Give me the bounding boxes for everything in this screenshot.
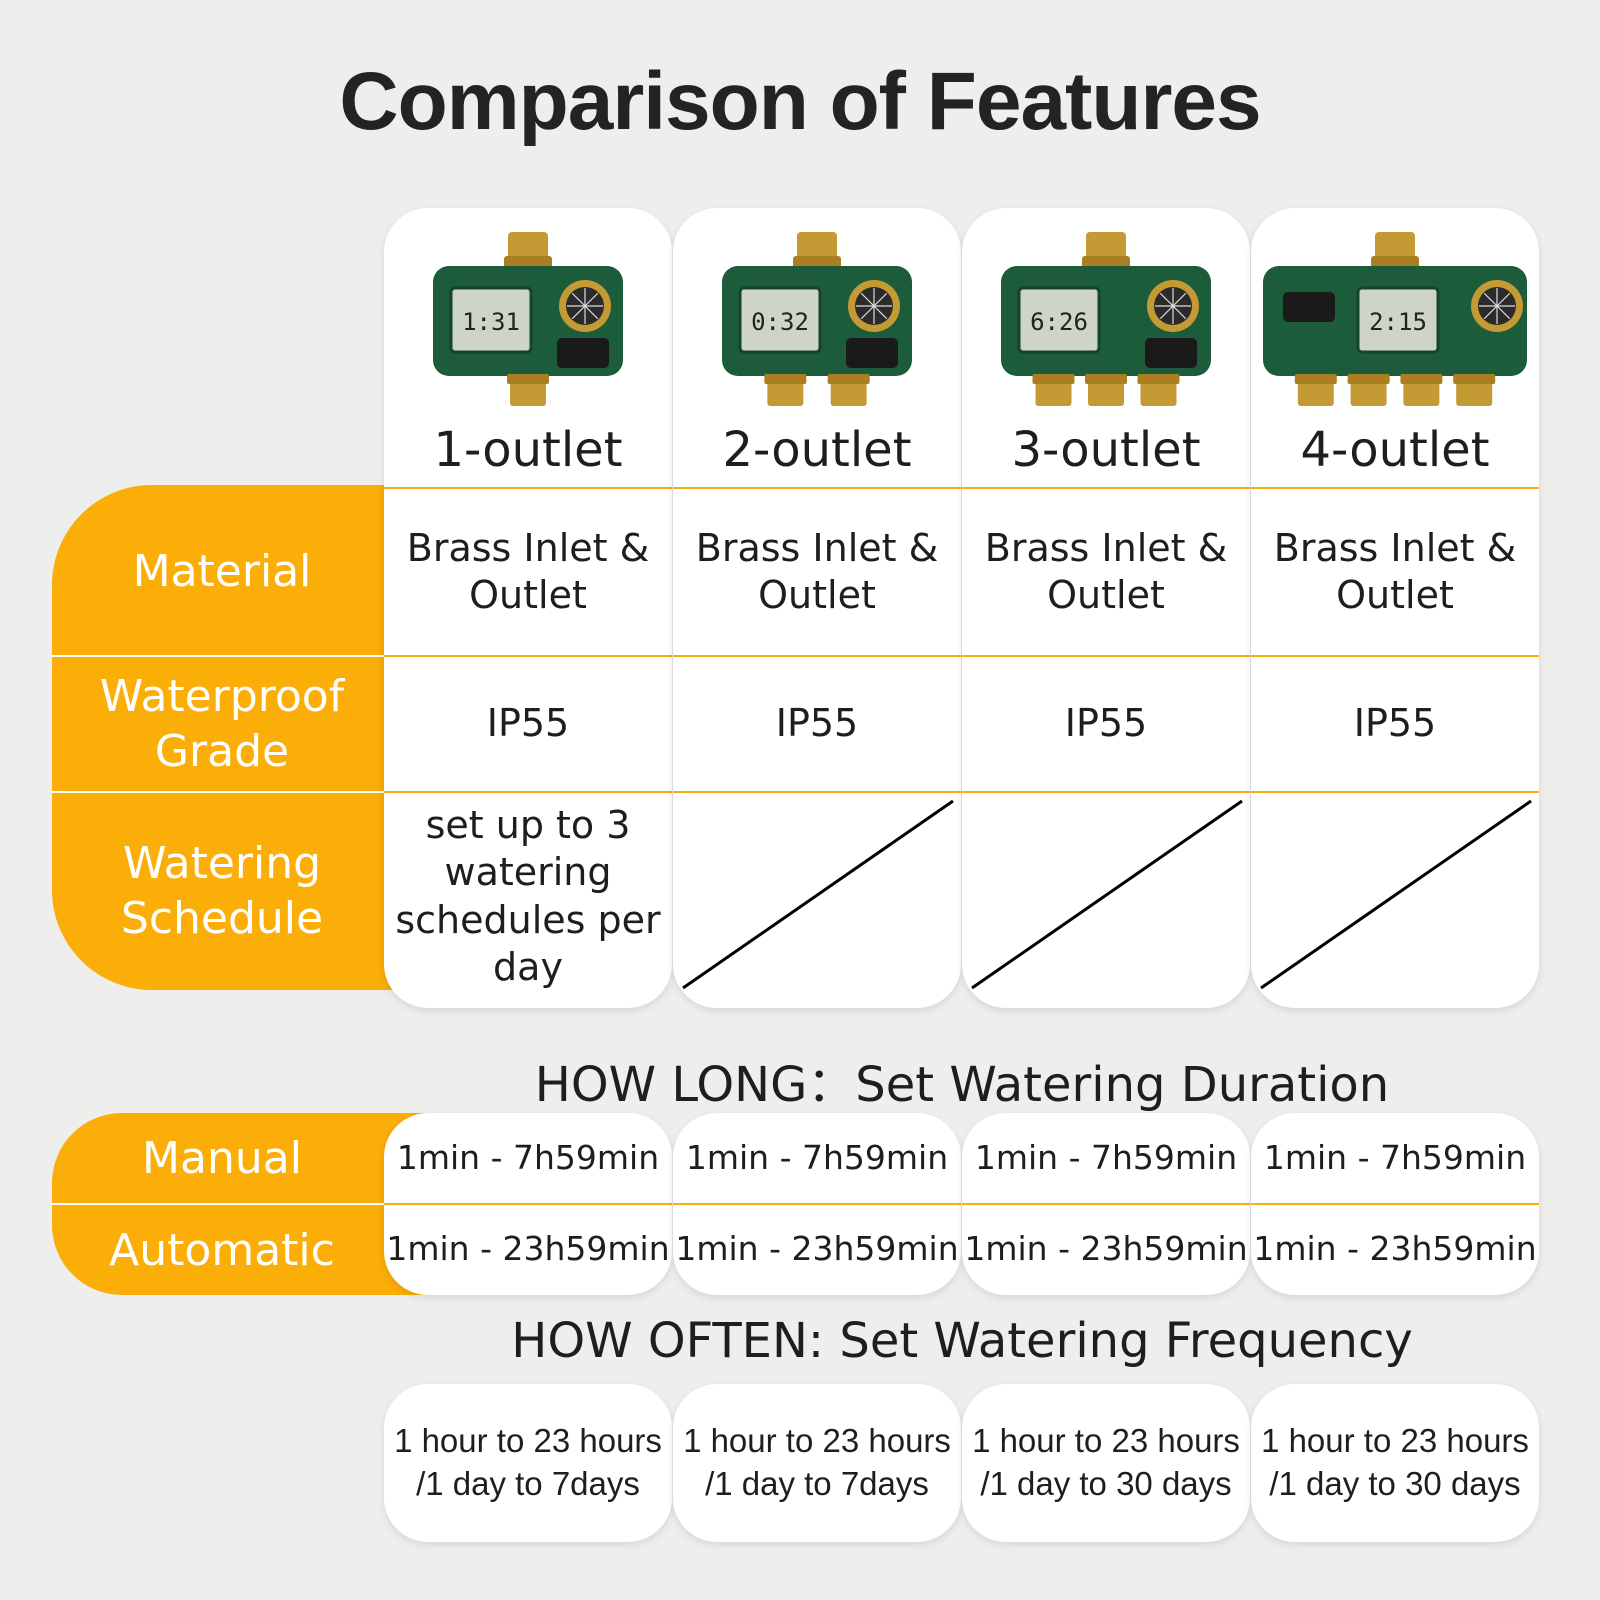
timer-device-image: 0:32	[673, 226, 961, 416]
duration-card-2-outlet: 1min - 7h59min 1min - 23h59min	[673, 1113, 961, 1295]
timer-device-image: 1:31	[384, 226, 672, 416]
waterproof-cell: IP55	[1064, 701, 1148, 746]
duration-card-3-outlet: 1min - 7h59min 1min - 23h59min	[962, 1113, 1250, 1295]
manual-duration-cell: 1min - 7h59min	[1263, 1138, 1527, 1178]
waterproof-cell: IP55	[1353, 701, 1437, 746]
duration-card-4-outlet: 1min - 7h59min 1min - 23h59min	[1251, 1113, 1539, 1295]
timer-device-image: 6:26	[962, 226, 1250, 416]
not-available-slash	[1251, 793, 1539, 998]
product-name: 4-outlet	[1300, 422, 1490, 478]
product-name: 1-outlet	[433, 422, 623, 478]
how-long-heading: HOW LONG：Set Watering Duration	[534, 1057, 1390, 1113]
manual-duration-cell: 1min - 7h59min	[396, 1138, 660, 1178]
not-available-slash	[673, 793, 961, 998]
page-title: Comparison of Features	[339, 56, 1261, 147]
timer-device-image: 2:15	[1251, 226, 1539, 416]
frequency-card-3-outlet: 1 hour to 23 hours/1 day to 30 days	[962, 1384, 1250, 1542]
frequency-card-4-outlet: 1 hour to 23 hours/1 day to 30 days	[1251, 1384, 1539, 1542]
automatic-duration-cell: 1min - 23h59min	[386, 1229, 670, 1269]
row-label-waterproof: Waterproof Grade	[99, 671, 345, 777]
row-label-schedule: Watering Schedule	[120, 837, 324, 944]
frequency-cell: 1 hour to 23 hours/1 day to 7days	[394, 1422, 662, 1502]
row-label-material: Material	[132, 545, 312, 597]
svg-text:1:31: 1:31	[462, 308, 520, 336]
svg-text:2:15: 2:15	[1369, 308, 1427, 336]
row-label-automatic: Automatic	[109, 1224, 335, 1276]
automatic-duration-cell: 1min - 23h59min	[1253, 1229, 1537, 1269]
frequency-cell: 1 hour to 23 hours/1 day to 7days	[683, 1422, 951, 1502]
product-name: 2-outlet	[722, 422, 912, 478]
material-cell: Brass Inlet & Outlet	[406, 525, 650, 618]
waterproof-cell: IP55	[775, 701, 859, 746]
frequency-card-2-outlet: 1 hour to 23 hours/1 day to 7days	[673, 1384, 961, 1542]
material-cell: Brass Inlet & Outlet	[984, 525, 1228, 618]
duration-card-1-outlet: 1min - 7h59min 1min - 23h59min	[384, 1113, 672, 1295]
waterproof-cell: IP55	[486, 701, 570, 746]
schedule-cell: set up to 3 watering schedules per day	[395, 802, 661, 990]
frequency-cell: 1 hour to 23 hours/1 day to 30 days	[972, 1422, 1240, 1502]
automatic-duration-cell: 1min - 23h59min	[964, 1229, 1248, 1269]
automatic-duration-cell: 1min - 23h59min	[675, 1229, 959, 1269]
how-often-heading: HOW OFTEN: Set Watering Frequency	[511, 1313, 1413, 1369]
row-label-manual: Manual	[142, 1132, 302, 1184]
svg-text:0:32: 0:32	[751, 308, 809, 336]
frequency-cell: 1 hour to 23 hours/1 day to 30 days	[1261, 1422, 1529, 1502]
product-name: 3-outlet	[1011, 422, 1201, 478]
manual-duration-cell: 1min - 7h59min	[685, 1138, 949, 1178]
frequency-card-1-outlet: 1 hour to 23 hours/1 day to 7days	[384, 1384, 672, 1542]
not-available-slash	[962, 793, 1250, 998]
manual-duration-cell: 1min - 7h59min	[974, 1138, 1238, 1178]
material-cell: Brass Inlet & Outlet	[1273, 525, 1517, 618]
svg-text:6:26: 6:26	[1030, 308, 1088, 336]
material-cell: Brass Inlet & Outlet	[695, 525, 939, 618]
